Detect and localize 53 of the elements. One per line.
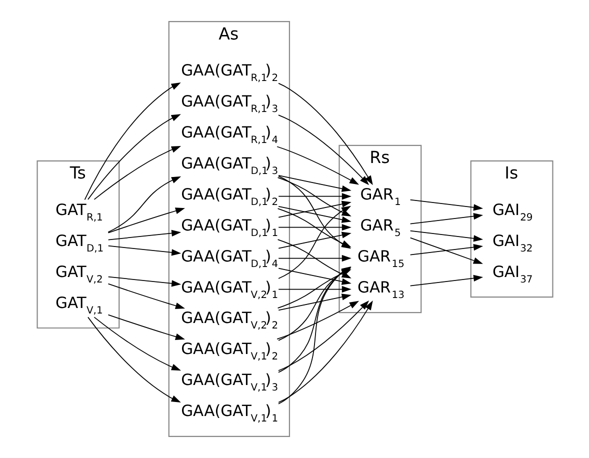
node-text: GAT$_{D,1}$ [55, 232, 104, 254]
arrow [107, 314, 185, 340]
arrow [409, 237, 482, 264]
arrow [107, 245, 181, 256]
node-text: GAI$_{29}$ [492, 200, 532, 224]
arrow [409, 212, 483, 224]
node-text: GAA(GAT$_{V,1}$)$_{2}$ [180, 340, 278, 363]
node-text: GAA(GAT$_{V,1}$)$_{1}$ [180, 402, 278, 425]
node-text: GAA(GAT$_{R,1}$)$_{2}$ [180, 61, 278, 84]
arrow [276, 146, 359, 185]
arrow [278, 294, 351, 311]
arrow [409, 274, 483, 286]
node-text: GAA(GAT$_{V,1}$)$_{3}$ [180, 371, 278, 394]
arrow [278, 114, 369, 186]
node-text: GAT$_{R,1}$ [55, 200, 102, 224]
arrow [278, 286, 351, 293]
node-text: GAI$_{32}$ [492, 232, 532, 254]
arrow [409, 244, 483, 256]
node-text: GAA(GAT$_{D,1}$)$_{4}$ [180, 247, 278, 270]
arrow [409, 199, 483, 211]
node-text: GAA(GAT$_{D,1}$)$_{1}$ [180, 216, 278, 239]
arrow [278, 224, 351, 231]
arrow [107, 276, 181, 287]
arrow [278, 254, 351, 262]
node-text: GAA(GAT$_{R,1}$)$_{3}$ [180, 92, 278, 115]
node-text: GAA(GAT$_{V,2}$)$_{1}$ [180, 278, 278, 301]
arrow [278, 300, 372, 403]
arrow [278, 175, 351, 192]
arrow [278, 300, 369, 372]
arrow [93, 316, 181, 371]
node-text: GAR$_{13}$ [356, 278, 404, 301]
arrow [107, 208, 185, 234]
node-text: GAT$_{V,1}$ [55, 294, 102, 316]
arrow [107, 230, 181, 240]
node-text: GAR$_{15}$ [356, 247, 404, 270]
arrow [84, 82, 180, 200]
arrow [276, 300, 359, 340]
arrow [278, 193, 351, 200]
arrow [87, 316, 180, 402]
arrow [107, 176, 181, 233]
node-text: GAA(GAT$_{D,1}$)$_{3}$ [180, 154, 278, 177]
node-text: GAR$_{5}$ [360, 216, 400, 239]
arrow [107, 283, 185, 309]
arrow [278, 82, 372, 186]
arrow [409, 230, 483, 242]
arrow [87, 114, 180, 200]
node-text: GAI$_{37}$ [492, 262, 532, 286]
node-text: GAR$_{1}$ [360, 185, 400, 208]
node-text: GAA(GAT$_{V,2}$)$_{2}$ [180, 309, 278, 332]
node-text: GAA(GAT$_{D,1}$)$_{2}$ [180, 185, 278, 208]
node-text: GAA(GAT$_{R,1}$)$_{4}$ [180, 123, 278, 146]
node-text: GAT$_{V,2}$ [55, 262, 102, 286]
arrow [93, 146, 181, 200]
